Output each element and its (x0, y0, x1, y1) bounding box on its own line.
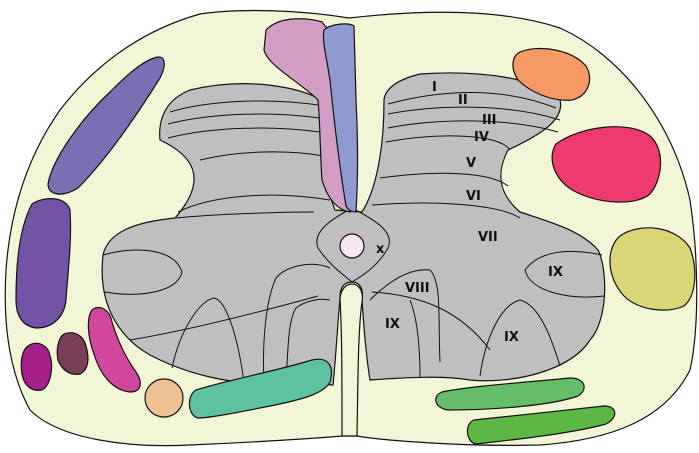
lamina-label-iii: III (482, 113, 497, 128)
lamina-label-x: x (376, 242, 385, 257)
lamina-label-ix-lateral: IX (548, 265, 563, 280)
lamina-label-i: I (432, 80, 437, 95)
lamina-label-vi: VI (466, 189, 481, 204)
reticulospinal-round-tract (145, 379, 183, 417)
tectospinal-tract (21, 343, 51, 390)
central-canal (340, 234, 364, 258)
lamina-label-iv: IV (474, 130, 489, 145)
lamina-label-ii: II (458, 93, 468, 108)
lamina-label-v: V (466, 156, 476, 171)
lamina-label-ix-ventral-medial: IX (504, 330, 519, 345)
lamina-label-viii: VIII (405, 281, 430, 296)
lamina-label-ix-ventral-lateral: IX (385, 317, 400, 332)
lamina-label-vii: VII (478, 230, 498, 245)
